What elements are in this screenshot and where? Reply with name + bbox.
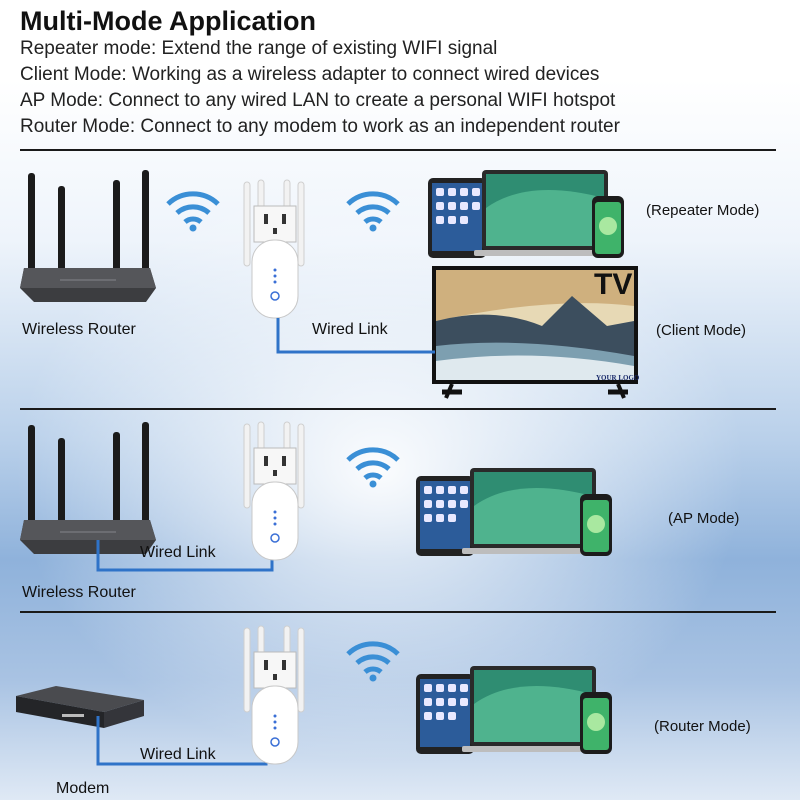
router-mode-label: (Router Mode) (654, 718, 751, 735)
devices-group-image (428, 170, 624, 258)
tv-logo-text: YOUR LOGO (596, 374, 640, 382)
wireless-router-label: Wireless Router (22, 321, 136, 338)
repeater-mode-description: Repeater mode: Extend the range of exist… (20, 38, 498, 59)
wired-link-label: Wired Link (140, 746, 216, 763)
wifi-extender-image (243, 179, 305, 319)
wireless-router-image (20, 170, 156, 302)
wifi-extender-image (243, 625, 305, 765)
modem-image (16, 686, 144, 728)
router-mode-description: Router Mode: Connect to any modem to wor… (20, 116, 620, 137)
wifi-icon (346, 641, 400, 682)
wifi-icon (166, 191, 220, 232)
repeater-mode-label: (Repeater Mode) (646, 202, 760, 219)
devices-group-image (416, 666, 612, 754)
wired-link-label: Wired Link (140, 544, 216, 561)
divider-bottom (20, 611, 776, 613)
wireless-router-label: Wireless Router (22, 584, 136, 601)
divider-middle (20, 408, 776, 410)
ap-mode-description: AP Mode: Connect to any wired LAN to cre… (20, 90, 616, 111)
divider-top (20, 149, 776, 151)
wireless-router-image (20, 422, 156, 554)
wired-link-cable (276, 318, 435, 354)
tv-image (432, 266, 638, 399)
ap-mode-label: (AP Mode) (668, 510, 740, 527)
client-mode-label: (Client Mode) (656, 322, 747, 339)
devices-group-image (416, 468, 612, 556)
wired-link-label: Wired Link (312, 321, 388, 338)
wifi-extender-image (243, 421, 305, 561)
page-title: Multi-Mode Application (20, 6, 316, 36)
wifi-icon (346, 191, 400, 232)
tv-label: TV (594, 268, 633, 301)
modem-label: Modem (56, 780, 110, 797)
wifi-icon (346, 447, 400, 488)
client-mode-description: Client Mode: Working as a wireless adapt… (20, 64, 600, 85)
